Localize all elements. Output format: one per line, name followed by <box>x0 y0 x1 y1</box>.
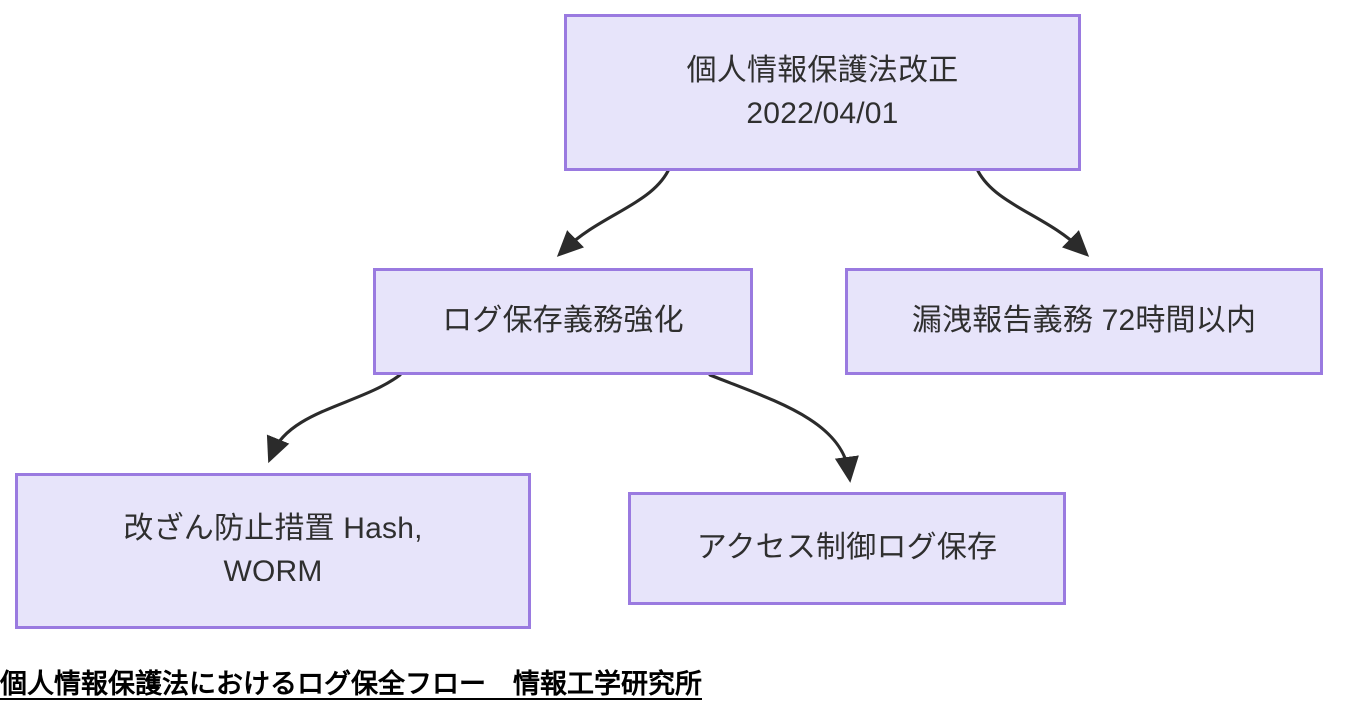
node-log-retention-obligation[interactable]: ログ保存義務強化 <box>373 268 753 375</box>
node-access-control-log-retention[interactable]: アクセス制御ログ保存 <box>628 492 1066 605</box>
node-personal-information-protection-law-revision[interactable]: 個人情報保護法改正 2022/04/01 <box>564 14 1081 171</box>
edge-root-to-log-retention <box>556 169 670 257</box>
edge-log-retention-to-tamper-proof <box>266 373 402 464</box>
edge-log-retention-to-access-log <box>708 373 859 483</box>
edge-root-to-breach-report <box>976 169 1090 257</box>
node-tamper-prevention-measures[interactable]: 改ざん防止措置 Hash, WORM <box>15 473 531 629</box>
diagram-caption: 個人情報保護法におけるログ保全フロー 情報工学研究所 <box>0 669 702 699</box>
node-breach-report-obligation[interactable]: 漏洩報告義務 72時間以内 <box>845 268 1323 375</box>
